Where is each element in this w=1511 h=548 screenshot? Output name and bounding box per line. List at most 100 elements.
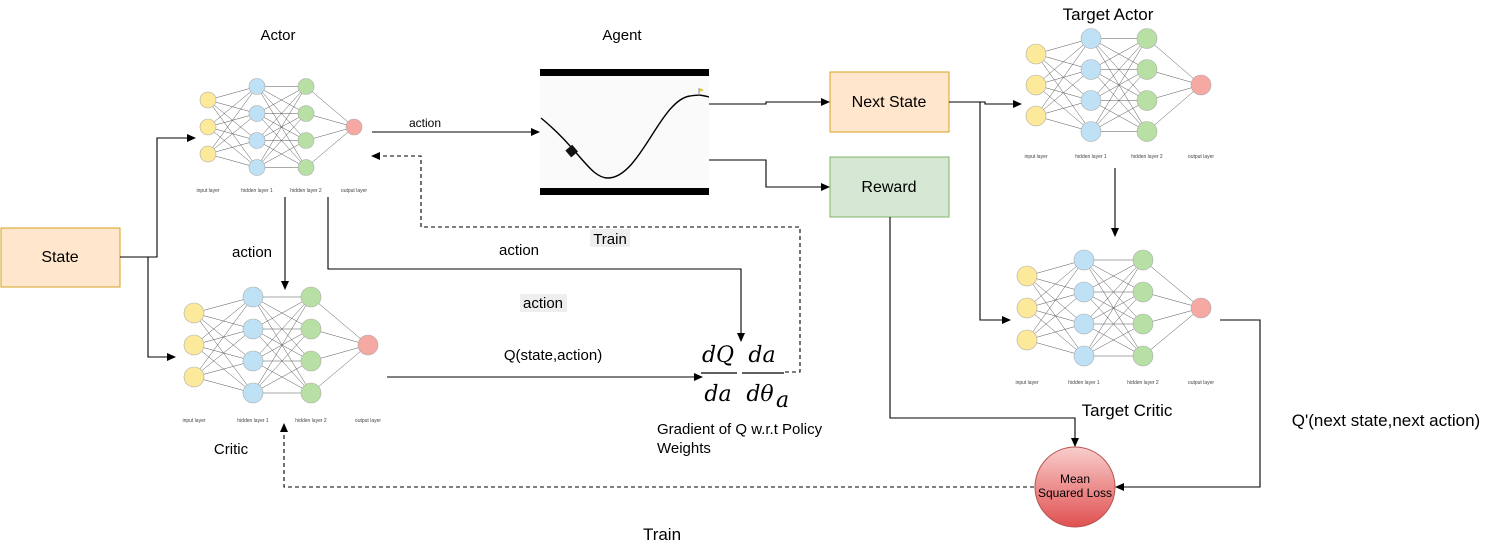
nn-connection [1083,259,1144,325]
hidden-layer-1-label: hidden layer 1 [1068,380,1100,386]
nn-connection [310,296,369,346]
agent-environment-image [540,69,709,195]
input-layer-label: input layer [1015,380,1038,386]
nn-connection [252,296,312,362]
nn-connection [1146,84,1202,132]
nn-connection [193,296,254,346]
hidden2-node [300,350,322,372]
target-critic-to-loss-edge [1115,319,1261,491]
nn-connection [252,360,312,394]
hidden1-node [1073,249,1095,271]
target-critic-title: Target Critic [1082,401,1173,420]
next-state-node[interactable] [829,71,950,133]
output-node [1190,297,1212,319]
input-node [183,334,205,356]
hidden2-node [1132,281,1154,303]
critic-to-gradient-label: Q(state,action) [504,347,602,364]
nn-connection [1142,259,1202,309]
hidden2-node [300,286,322,308]
hidden2-node [1136,90,1158,111]
input-node [1016,297,1038,319]
nn-connection [1035,38,1092,86]
actor-to-gradient-edge [327,197,745,342]
nn-connection [1026,259,1085,309]
hidden1-node [242,350,264,372]
nn-connection [1090,38,1148,70]
hidden-layer-1-label: hidden layer 1 [1075,154,1107,160]
agent-to-reward-edge [709,159,830,191]
nn-connection [207,140,258,155]
action-highlight-label: action [523,295,563,312]
state-to-critic-edge [120,256,176,361]
hidden1-node [242,286,264,308]
nn-connection [252,296,312,394]
hidden1-node [248,132,266,149]
input-node [183,366,205,388]
train-actor-label-bg [590,229,630,247]
hidden2-node [1136,28,1158,49]
hidden1-node [248,105,266,122]
next-state-label: Next State [852,94,927,111]
nn-connection [207,113,258,155]
loss-label-line1: Mean [1060,472,1090,486]
nn-connection [1026,291,1085,341]
hidden1-node [1080,28,1102,49]
nn-connection [207,86,258,155]
input-layer-label: input layer [196,188,219,194]
gradient-caption-line1: Gradient of Q w.r.t Policy [657,421,823,438]
train-critic-edge [280,423,1034,488]
hidden2-node [297,132,315,149]
nn-connection [1026,259,1085,341]
hidden1-node [1073,281,1095,303]
hidden2-node [1132,345,1154,367]
hidden2-node [297,105,315,122]
nn-connection [252,296,312,330]
output-node [357,334,379,356]
nn-connection [305,113,355,128]
hidden2-node [1132,249,1154,271]
state-label: State [41,249,78,266]
reward-to-loss-edge [889,217,1079,447]
output-layer-label: output layer [1188,154,1214,160]
output-layer-label: output layer [341,188,367,194]
nn-connection [207,86,258,101]
action-highlight-bg [520,294,567,312]
input-node [183,302,205,324]
nn-connection [305,86,355,128]
gradient-den2: dθ [746,382,773,407]
nn-connection [1142,307,1202,357]
state-node[interactable] [0,227,121,288]
gradient-den1: da [704,382,731,407]
loss-label-line2: Squared Loss [1038,486,1112,500]
actor-to-gradient-label: action [499,242,539,259]
hidden-layer-2-label: hidden layer 2 [1131,154,1163,160]
nn-connection [1083,323,1144,357]
actor-to-critic-label: action [232,244,272,261]
actor-title: Actor [260,27,295,44]
output-layer-label: output layer [355,418,381,424]
nn-connection [305,126,355,168]
hidden2-node [1136,121,1158,142]
hidden-layer-1-label: hidden layer 1 [241,188,273,194]
output-layer-label: output layer [1188,380,1214,386]
nn-connection [1146,38,1202,86]
hidden2-node [297,159,315,176]
hidden2-node [1136,59,1158,80]
nn-connection [1083,259,1144,357]
agent-to-next-state-edge [709,98,830,106]
input-node [1025,74,1047,96]
hidden1-node [1080,59,1102,80]
nn-connection [1083,291,1144,357]
input-layer-label: input layer [1024,154,1047,160]
nn-connection [193,296,254,378]
train-actor-label: Train [593,231,627,248]
gradient-caption-line2: Weights [657,440,711,457]
car-icon [565,144,579,158]
target-actor-network: input layer hidden layer 1 hidden layer 2 o… [1024,28,1214,160]
hidden1-node [248,78,266,95]
hidden2-node [1132,313,1154,335]
input-node [199,91,217,109]
